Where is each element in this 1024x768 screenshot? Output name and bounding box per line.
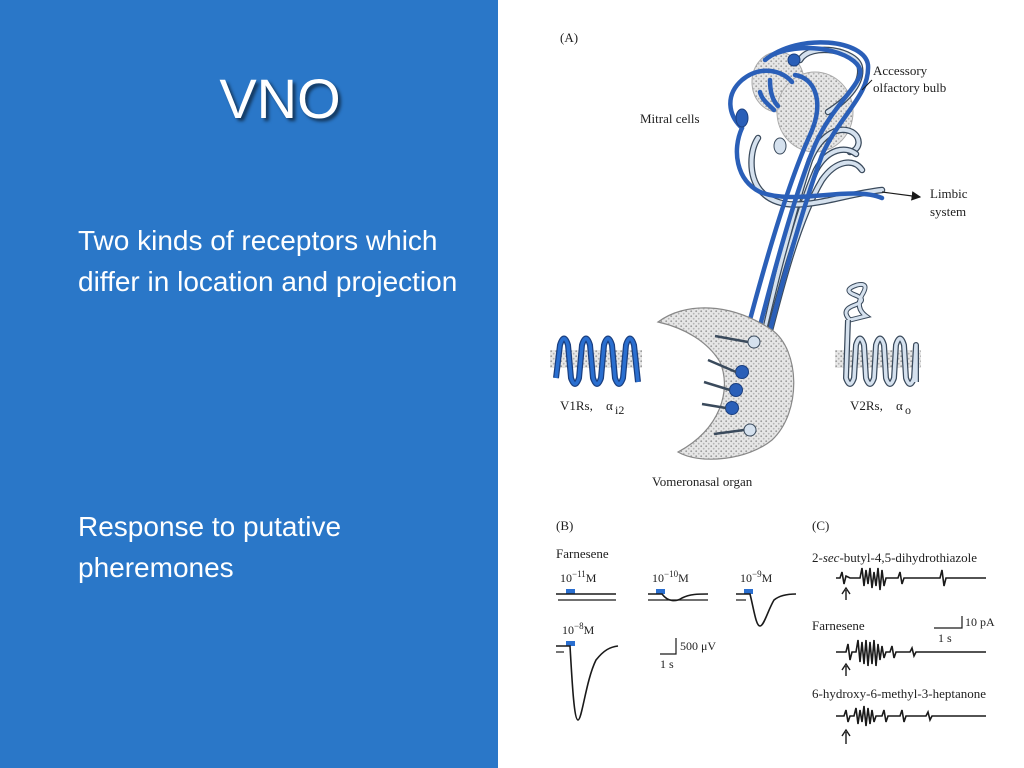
- slide-title: VNO: [219, 67, 341, 130]
- mitral-cells: [735, 53, 801, 155]
- limbic-arrow: [881, 191, 922, 201]
- vomeronasal-organ: [656, 307, 795, 460]
- vomeronasal-organ-label: Vomeronasal organ: [652, 474, 753, 489]
- panel-c-compound-1: 2-sec-butyl-4,5-dihydrothiazole: [812, 550, 977, 565]
- panel-b-compound: Farnesene: [556, 546, 609, 561]
- conc-1: 10−11M: [560, 569, 597, 585]
- scale-b-time: 1 s: [660, 657, 674, 671]
- v1r-receptor-diagram: [550, 335, 642, 387]
- v2r-receptor-diagram: [835, 282, 921, 387]
- v2rs-alpha: α: [896, 398, 903, 413]
- conc-4: 10−8M: [562, 621, 595, 637]
- scale-bar-c: [934, 616, 963, 629]
- panel-b-label: (B): [556, 518, 573, 533]
- trace-c3: [836, 705, 986, 744]
- bullet-response: Response to putative pheremones: [78, 511, 342, 583]
- v1rs-label: V1Rs,: [560, 398, 593, 413]
- scale-b-voltage: 500 μV: [680, 639, 716, 653]
- v1rs-sub: i2: [615, 403, 624, 417]
- v2rs-sub: o: [905, 403, 911, 417]
- panel-a-label: (A): [560, 30, 578, 45]
- conc-2: 10−10M: [652, 569, 689, 585]
- panel-c-compound-3: 6-hydroxy-6-methyl-3-heptanone: [812, 686, 986, 701]
- vno-neurons: [701, 334, 761, 437]
- limbic-label-2: system: [930, 204, 966, 219]
- trace-c2: [836, 639, 986, 676]
- v1r-projection: [728, 40, 885, 413]
- mitral-cells-label: Mitral cells: [640, 111, 700, 126]
- trace-b2: [648, 589, 709, 602]
- trace-b3: [736, 589, 797, 627]
- conc-3: 10−9M: [740, 569, 773, 585]
- panel-c-label: (C): [812, 518, 829, 533]
- bullet-receptors: Two kinds of receptors which differ in l…: [78, 225, 458, 297]
- bulb-leader-line: [861, 79, 873, 91]
- limbic-label: Limbic: [930, 186, 968, 201]
- panel-c-compound-2: Farnesene: [812, 618, 865, 633]
- vno-figure: (A) Accessory olfactory bulb Mitr: [510, 20, 1024, 768]
- trace-c1: [836, 567, 986, 600]
- trace-b1: [556, 589, 616, 601]
- scale-bar-b: [660, 638, 677, 655]
- v1rs-alpha: α: [606, 398, 613, 413]
- v2rs-label: V2Rs,: [850, 398, 883, 413]
- trace-b4: [556, 641, 619, 721]
- accessory-bulb-label: Accessory: [873, 63, 928, 78]
- accessory-bulb-label-2: olfactory bulb: [873, 80, 946, 95]
- left-text-panel: VNO Two kinds of receptors which differ …: [0, 0, 498, 768]
- scale-c-time: 1 s: [938, 631, 952, 645]
- scale-c-current: 10 pA: [965, 615, 995, 629]
